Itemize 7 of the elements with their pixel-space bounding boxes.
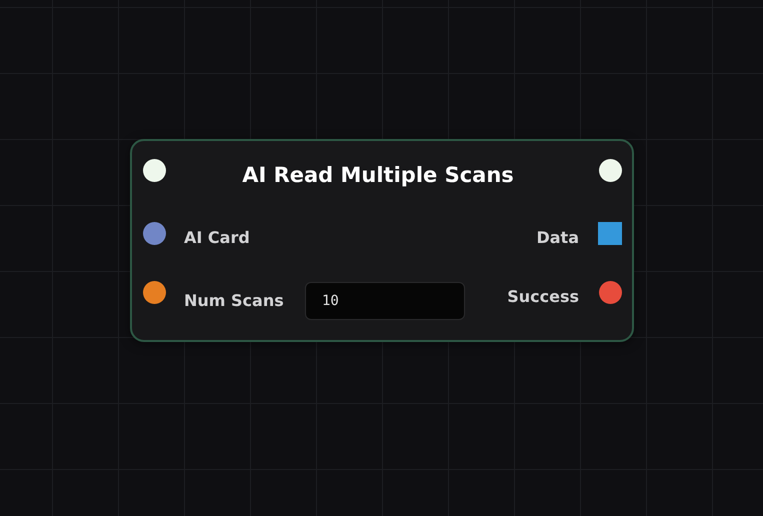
- port-label: Num Scans: [184, 290, 284, 312]
- port-label: Success: [507, 286, 579, 308]
- node-card: [130, 139, 634, 342]
- number-input-field: 10: [305, 282, 465, 320]
- node-title: AI Read Multiple Scans: [241, 162, 515, 189]
- port-label: AI Card: [184, 227, 250, 249]
- port-label: Data: [536, 227, 579, 249]
